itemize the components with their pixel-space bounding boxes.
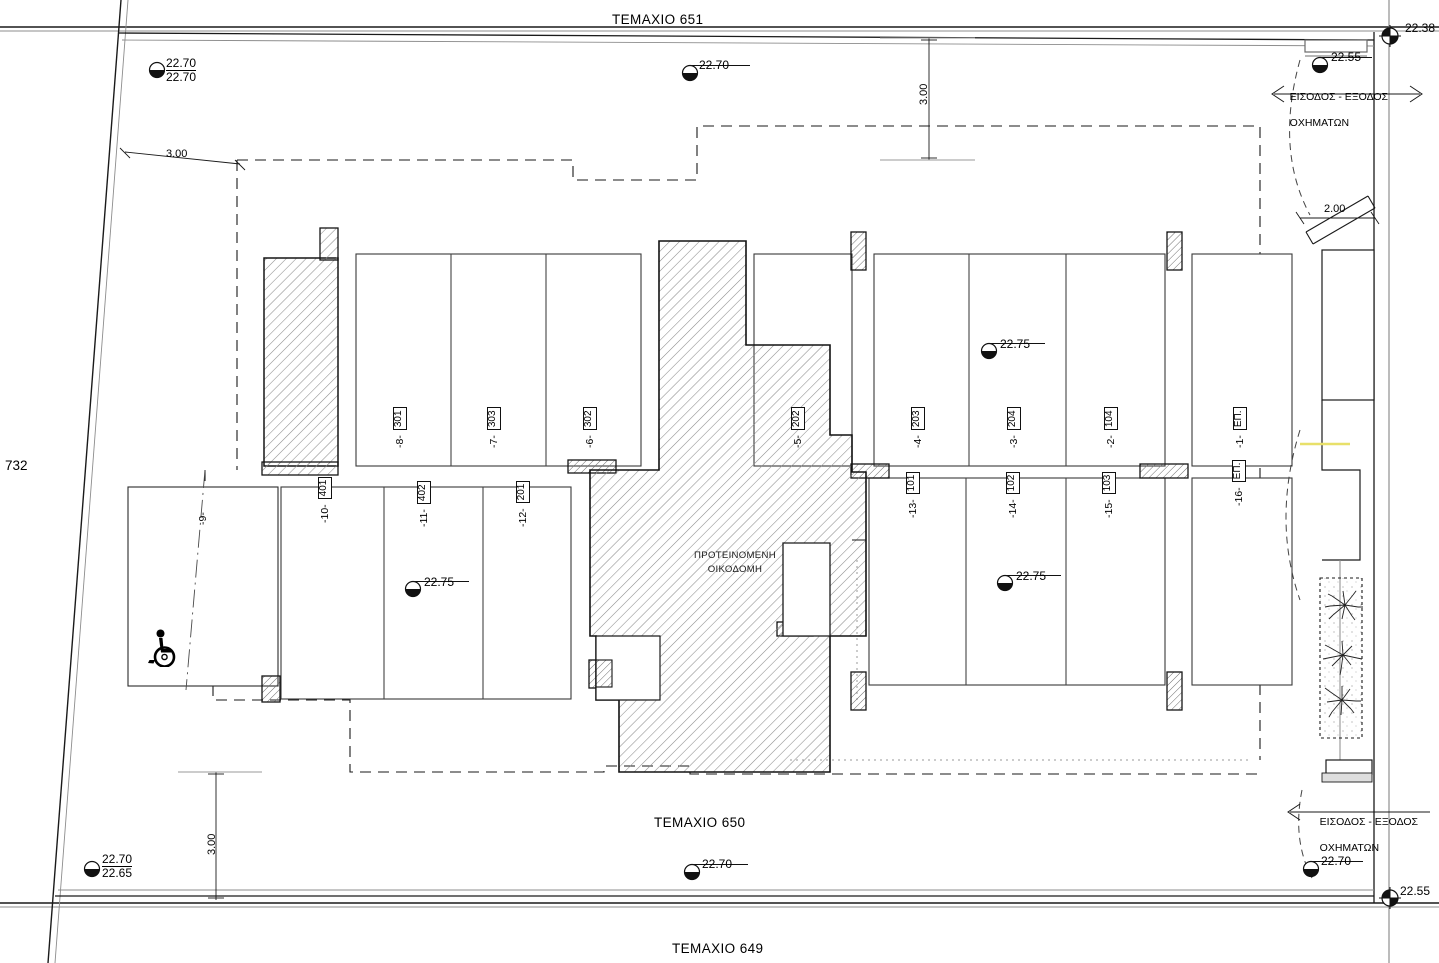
elevation-markers (83, 56, 1372, 881)
parking-stall-12[interactable]: -12- 201 (516, 480, 530, 527)
parking-stall-13-unit: 101 (906, 471, 920, 495)
elevation-north-center: 22.70 (699, 58, 730, 72)
parking-stall-10[interactable]: -10- 401 (318, 476, 332, 523)
parking-stall-7-number: -7- (487, 435, 500, 448)
parking-stall-2-number: -2- (1104, 435, 1117, 448)
parking-stall-2-unit: 104 (1104, 407, 1118, 431)
parking-stall-3[interactable]: -3- 204 (1007, 407, 1021, 448)
parking-stall-8-unit: 301 (393, 407, 407, 431)
parking-stall-14-unit: 102 (1006, 471, 1020, 495)
parking-block-north-right (873, 253, 1166, 467)
parking-stall-16[interactable]: -16- ΕΠ. (1232, 459, 1246, 506)
survey-corner-markers (1379, 25, 1401, 909)
parking-stall-7[interactable]: -7- 303 (487, 407, 501, 448)
parking-stall-2[interactable]: -2- 104 (1104, 407, 1118, 448)
parking-stall-16-number: -16- (1232, 487, 1245, 506)
entrance-note-north-line1: ΕΙΣΟΔΟΣ - ΕΞΟΔΟΣ (1289, 91, 1389, 104)
entrance-arrows (1271, 85, 1430, 821)
planting-bed (1319, 577, 1363, 739)
parking-stall-11-number: -11- (417, 509, 430, 527)
proposed-building-line1: ΠΡΟΤΕΙΝΟΜΕΝΗ (694, 550, 776, 561)
elevation-nw-bottom: 22.70 (166, 70, 197, 85)
parking-block-south-far-right (1191, 477, 1293, 686)
parcel-label-north: ΤΕΜΑΧΙΟ 651 (612, 12, 704, 27)
parking-block-accessible (127, 486, 279, 687)
parking-stall-9-number: -9- (197, 512, 209, 525)
entrance-note-south-line1: ΕΙΣΟΔΟΣ - ΕΞΟΔΟΣ (1319, 816, 1419, 829)
parking-stall-5-unit: 202 (791, 407, 805, 431)
parking-stall-10-unit: 401 (318, 476, 332, 500)
parking-stall-1-unit: ΕΠ. (1233, 407, 1247, 431)
proposed-building (589, 240, 867, 773)
east-access-structures (1285, 39, 1376, 879)
parking-stall-14-number: -14- (1006, 499, 1019, 518)
elevation-ne-gate: 22.55 (1331, 50, 1362, 64)
parking-stall-13[interactable]: -13- 101 (906, 471, 920, 518)
parcel-label-south: ΤΕΜΑΧΙΟ 649 (672, 941, 764, 956)
parking-stall-3-unit: 204 (1007, 407, 1021, 431)
parking-stall-16-unit: ΕΠ. (1232, 459, 1246, 483)
parking-stall-1[interactable]: -1- ΕΠ. (1233, 407, 1247, 448)
parking-stall-4[interactable]: -4- 203 (911, 407, 925, 448)
parking-stall-4-number: -4- (911, 435, 924, 448)
parking-stall-12-unit: 201 (516, 480, 530, 504)
existing-structure-west (261, 227, 339, 476)
elevation-ne-corner: 22.38 (1405, 21, 1436, 35)
elevation-se-corner: 22.55 (1400, 884, 1431, 898)
parking-block-north-far-right (1191, 253, 1293, 467)
dimension-nw-setback: 3.00 (166, 148, 188, 160)
parking-stall-14[interactable]: -14- 102 (1006, 471, 1020, 518)
entrance-note-north: ΕΙΣΟΔΟΣ - ΕΞΟΔΟΣ ΟΧΗΜΑΤΩΝ (1278, 78, 1388, 144)
parking-stall-10-number: -10- (318, 504, 331, 523)
dimension-lines (119, 37, 1380, 900)
parking-stall-7-unit: 303 (487, 407, 501, 431)
parking-stall-11[interactable]: -11- 402 (417, 481, 431, 527)
elevation-south-center: 22.70 (702, 857, 733, 871)
proposed-building-label: ΠΡΟΤΕΙΝΟΜΕΝΗ ΟΙΚΟΔΟΜΗ (660, 549, 810, 577)
dimension-ne-ramp: 2.00 (1324, 203, 1346, 215)
entrance-note-south-line2: ΟΧΗΜΑΤΩΝ (1319, 842, 1380, 855)
parking-stall-1-number: -1- (1233, 435, 1246, 448)
elevation-sw-top: 22.70 (102, 852, 133, 866)
parking-stall-15-unit: 103 (1102, 471, 1116, 495)
elevation-se-gate: 22.70 (1321, 854, 1352, 868)
stall-centerlines (185, 469, 206, 691)
elevation-nw-top: 22.70 (166, 56, 197, 70)
entrance-note-north-line2: ΟΧΗΜΑΤΩΝ (1289, 117, 1350, 130)
dimension-north-setback: 3.00 (918, 83, 930, 105)
parking-stall-15-number: -15- (1102, 499, 1115, 518)
elevation-sw: 22.70 22.65 (102, 852, 133, 881)
parking-stall-3-number: -3- (1007, 435, 1020, 448)
elevation-nw: 22.70 22.70 (166, 56, 197, 85)
wheelchair-icon (146, 629, 180, 668)
parking-stall-12-number: -12- (516, 508, 529, 527)
parking-block-south-right (868, 477, 1166, 686)
parking-block-south-left (280, 486, 572, 700)
parking-stall-5[interactable]: -5- 202 (791, 407, 805, 448)
parking-block-north-left (355, 253, 642, 467)
dimension-south-setback: 3.00 (206, 833, 218, 855)
entrance-note-south: ΕΙΣΟΔΟΣ - ΕΞΟΔΟΣ ΟΧΗΜΑΤΩΝ (1308, 803, 1418, 869)
parking-stall-6[interactable]: -6- 302 (583, 407, 597, 448)
parking-stall-6-number: -6- (583, 435, 596, 448)
parking-stall-8[interactable]: -8- 301 (393, 407, 407, 448)
elevation-north-right-lot: 22.75 (1000, 337, 1031, 351)
parking-stall-4-unit: 203 (911, 407, 925, 431)
parking-stall-5-number: -5- (791, 435, 804, 448)
parking-stall-15[interactable]: -15- 103 (1102, 471, 1116, 518)
parking-stall-8-number: -8- (393, 435, 406, 448)
proposed-building-line2: ΟΙΚΟΔΟΜΗ (707, 563, 763, 575)
parking-stall-6-unit: 302 (583, 407, 597, 431)
parking-stall-13-number: -13- (906, 499, 919, 518)
setback-lines-thin (790, 560, 1250, 761)
elevation-south-right-lot: 22.75 (1016, 569, 1047, 583)
parking-stall-9[interactable]: -9- (197, 512, 209, 525)
parcel-label-west: 732 (5, 458, 28, 473)
parcel-label-middle: ΤΕΜΑΧΙΟ 650 (654, 815, 746, 830)
parking-stall-11-unit: 402 (417, 481, 431, 505)
elevation-south-left-lot: 22.75 (424, 575, 455, 589)
elevation-sw-bottom: 22.65 (102, 866, 133, 881)
